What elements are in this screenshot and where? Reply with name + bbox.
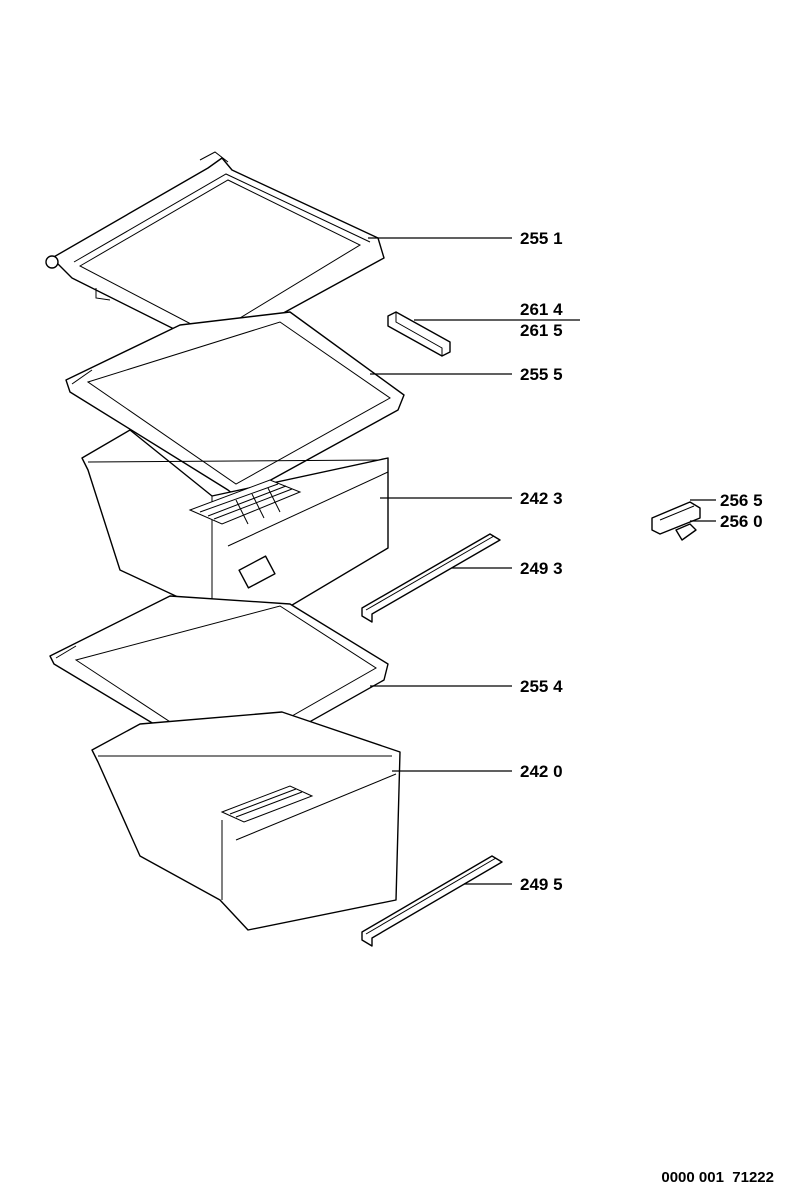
part-label-249-5: 249 5	[520, 875, 563, 894]
part-label-255-5: 255 5	[520, 365, 563, 384]
document-code: 0000 001 71222	[661, 1169, 774, 1186]
part-label-261-4: 261 4	[520, 300, 563, 319]
part-label-242-0: 242 0	[520, 762, 563, 781]
part-label-249-3: 249 3	[520, 559, 563, 578]
glass-shelf-top	[45, 151, 385, 353]
part-label-255-1: 255 1	[520, 229, 563, 248]
crisper-drawer-lower	[91, 711, 401, 931]
rail-upper	[361, 533, 501, 623]
part-label-256-0: 256 0	[720, 512, 763, 531]
part-label-242-3: 242 3	[520, 489, 563, 508]
clip-part	[651, 501, 701, 541]
rail-lower	[361, 855, 503, 947]
crisper-drawer-upper	[81, 429, 389, 637]
glass-shelf-second	[65, 311, 405, 499]
part-label-261-5: 261 5	[520, 321, 563, 340]
part-label-255-4: 255 4	[520, 677, 563, 696]
bracket-part	[387, 311, 451, 357]
part-label-256-5: 256 5	[720, 491, 763, 510]
